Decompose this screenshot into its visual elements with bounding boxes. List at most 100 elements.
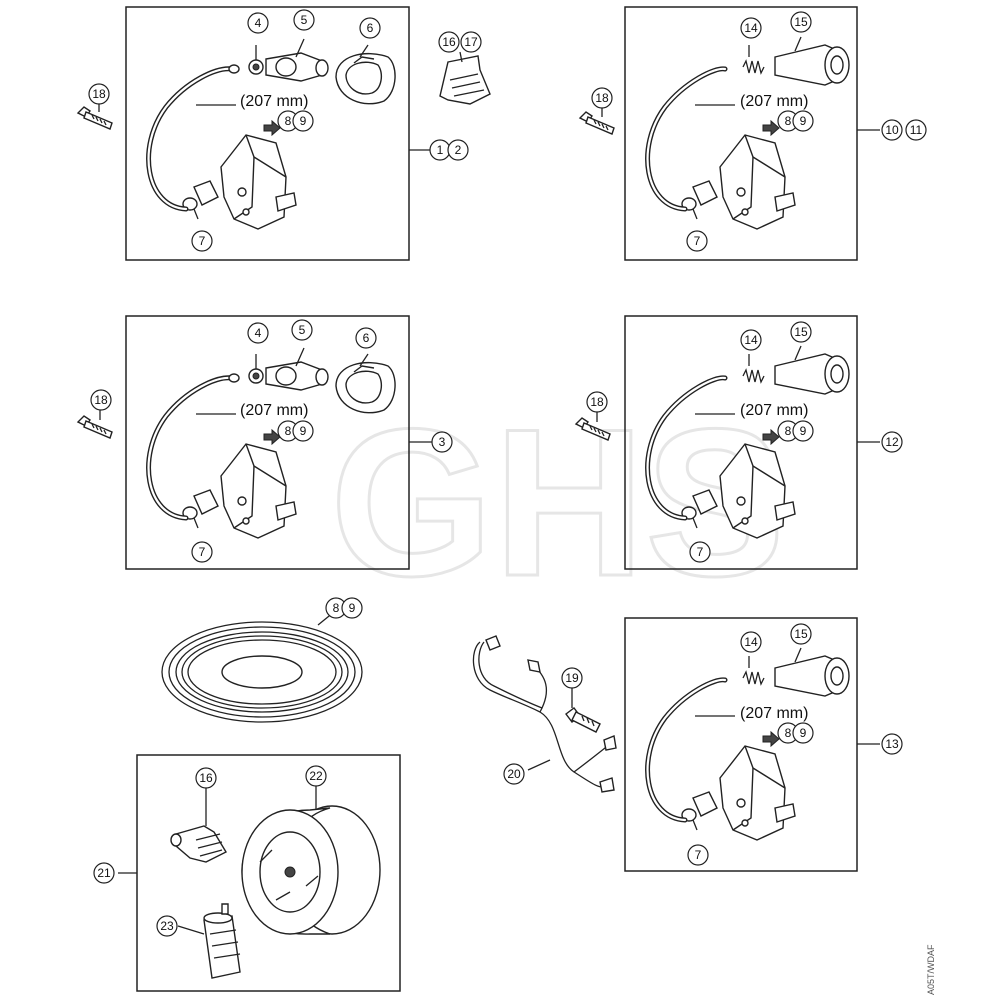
callout-2[interactable]: 2	[447, 139, 469, 161]
callout-13[interactable]: 13	[881, 733, 903, 755]
svg-text:4: 4	[255, 326, 262, 340]
callout-9[interactable]: 9	[792, 110, 814, 132]
callout-14[interactable]: 14	[740, 329, 762, 351]
callout-12[interactable]: 12	[881, 431, 903, 453]
callout-9[interactable]: 9	[341, 597, 363, 619]
callout-8[interactable]: 8	[777, 110, 799, 132]
wiring-harness	[472, 635, 617, 793]
svg-text:19: 19	[565, 671, 579, 685]
callout-14[interactable]: 14	[740, 17, 762, 39]
callout-9[interactable]: 9	[792, 722, 814, 744]
hose-length-label: (207 mm)	[240, 402, 308, 419]
callout-6[interactable]: 6	[355, 327, 377, 349]
callout-15[interactable]: 15	[790, 321, 812, 343]
svg-text:14: 14	[744, 21, 758, 35]
callout-22[interactable]: 22	[305, 765, 327, 787]
callout-21[interactable]: 21	[93, 862, 115, 884]
callout-4[interactable]: 4	[247, 322, 269, 344]
drawing-code: A05T/WDAF	[926, 944, 936, 995]
callout-8[interactable]: 8	[325, 597, 347, 619]
svg-text:5: 5	[299, 323, 306, 337]
hose-length-label: (207 mm)	[240, 93, 308, 110]
callout-16[interactable]: 16	[438, 31, 460, 53]
hose-length-label: (207 mm)	[740, 93, 808, 110]
svg-text:18: 18	[92, 87, 106, 101]
svg-text:14: 14	[744, 333, 758, 347]
assembly-panel-10-11: (207 mm)	[579, 6, 880, 261]
svg-text:18: 18	[94, 393, 108, 407]
svg-text:14: 14	[744, 635, 758, 649]
svg-text:20: 20	[507, 767, 521, 781]
svg-text:21: 21	[97, 866, 111, 880]
callout-15[interactable]: 15	[790, 11, 812, 33]
callout-5[interactable]: 5	[293, 9, 315, 31]
callout-7[interactable]: 7	[686, 230, 708, 252]
callout-18[interactable]: 18	[586, 391, 608, 413]
svg-text:7: 7	[695, 848, 702, 862]
svg-text:5: 5	[301, 13, 308, 27]
callout-7[interactable]: 7	[687, 844, 709, 866]
svg-text:9: 9	[800, 114, 807, 128]
callout-7[interactable]: 7	[191, 541, 213, 563]
svg-text:22: 22	[309, 769, 323, 783]
callout-8[interactable]: 8	[777, 722, 799, 744]
svg-text:17: 17	[464, 35, 478, 49]
svg-text:15: 15	[794, 627, 808, 641]
svg-text:15: 15	[794, 325, 808, 339]
hose-length-label: (207 mm)	[740, 402, 808, 419]
svg-text:8: 8	[785, 424, 792, 438]
svg-text:9: 9	[800, 424, 807, 438]
svg-text:8: 8	[785, 726, 792, 740]
callout-6[interactable]: 6	[359, 17, 381, 39]
svg-text:1: 1	[437, 143, 444, 157]
callout-9[interactable]: 9	[292, 420, 314, 442]
svg-text:9: 9	[300, 424, 307, 438]
callout-15[interactable]: 15	[790, 623, 812, 645]
assembly-panel-3: (207 mm)	[77, 315, 432, 570]
callout-4[interactable]: 4	[247, 12, 269, 34]
callout-20[interactable]: 20	[503, 763, 525, 785]
callout-3[interactable]: 3	[431, 431, 453, 453]
callout-16[interactable]: 16	[195, 767, 217, 789]
callout-18[interactable]: 18	[90, 389, 112, 411]
panel-frame-top-left	[125, 6, 410, 261]
callout-7[interactable]: 7	[689, 541, 711, 563]
svg-text:8: 8	[785, 114, 792, 128]
svg-text:7: 7	[199, 234, 206, 248]
svg-text:11: 11	[910, 123, 923, 137]
svg-text:12: 12	[885, 435, 899, 449]
svg-text:9: 9	[349, 601, 356, 615]
callout-9[interactable]: 9	[792, 420, 814, 442]
svg-text:8: 8	[285, 424, 292, 438]
svg-text:7: 7	[697, 545, 704, 559]
svg-text:6: 6	[367, 21, 374, 35]
svg-text:9: 9	[800, 726, 807, 740]
svg-text:16: 16	[442, 35, 456, 49]
callout-8[interactable]: 8	[777, 420, 799, 442]
svg-text:7: 7	[199, 545, 206, 559]
svg-text:15: 15	[794, 15, 808, 29]
callout-8[interactable]: 8	[277, 110, 299, 132]
panel-frame-top-right	[624, 6, 858, 261]
svg-text:9: 9	[300, 114, 307, 128]
callout-11[interactable]: 11	[905, 119, 927, 141]
svg-text:2: 2	[455, 143, 462, 157]
assembly-panel-13: (207 mm)	[624, 617, 880, 872]
svg-text:18: 18	[595, 91, 609, 105]
callout-8[interactable]: 8	[277, 420, 299, 442]
service-kit-panel-21	[118, 754, 401, 992]
svg-text:4: 4	[255, 16, 262, 30]
svg-text:23: 23	[160, 919, 174, 933]
callout-10[interactable]: 10	[881, 119, 903, 141]
callout-18[interactable]: 18	[591, 87, 613, 109]
hose-length-label: (207 mm)	[740, 705, 808, 722]
callout-5[interactable]: 5	[291, 319, 313, 341]
callout-17[interactable]: 17	[460, 31, 482, 53]
callout-7[interactable]: 7	[191, 230, 213, 252]
callout-18[interactable]: 18	[88, 83, 110, 105]
callout-14[interactable]: 14	[740, 631, 762, 653]
callout-19[interactable]: 19	[561, 667, 583, 689]
callout-1[interactable]: 1	[429, 139, 451, 161]
callout-23[interactable]: 23	[156, 915, 178, 937]
callout-9[interactable]: 9	[292, 110, 314, 132]
